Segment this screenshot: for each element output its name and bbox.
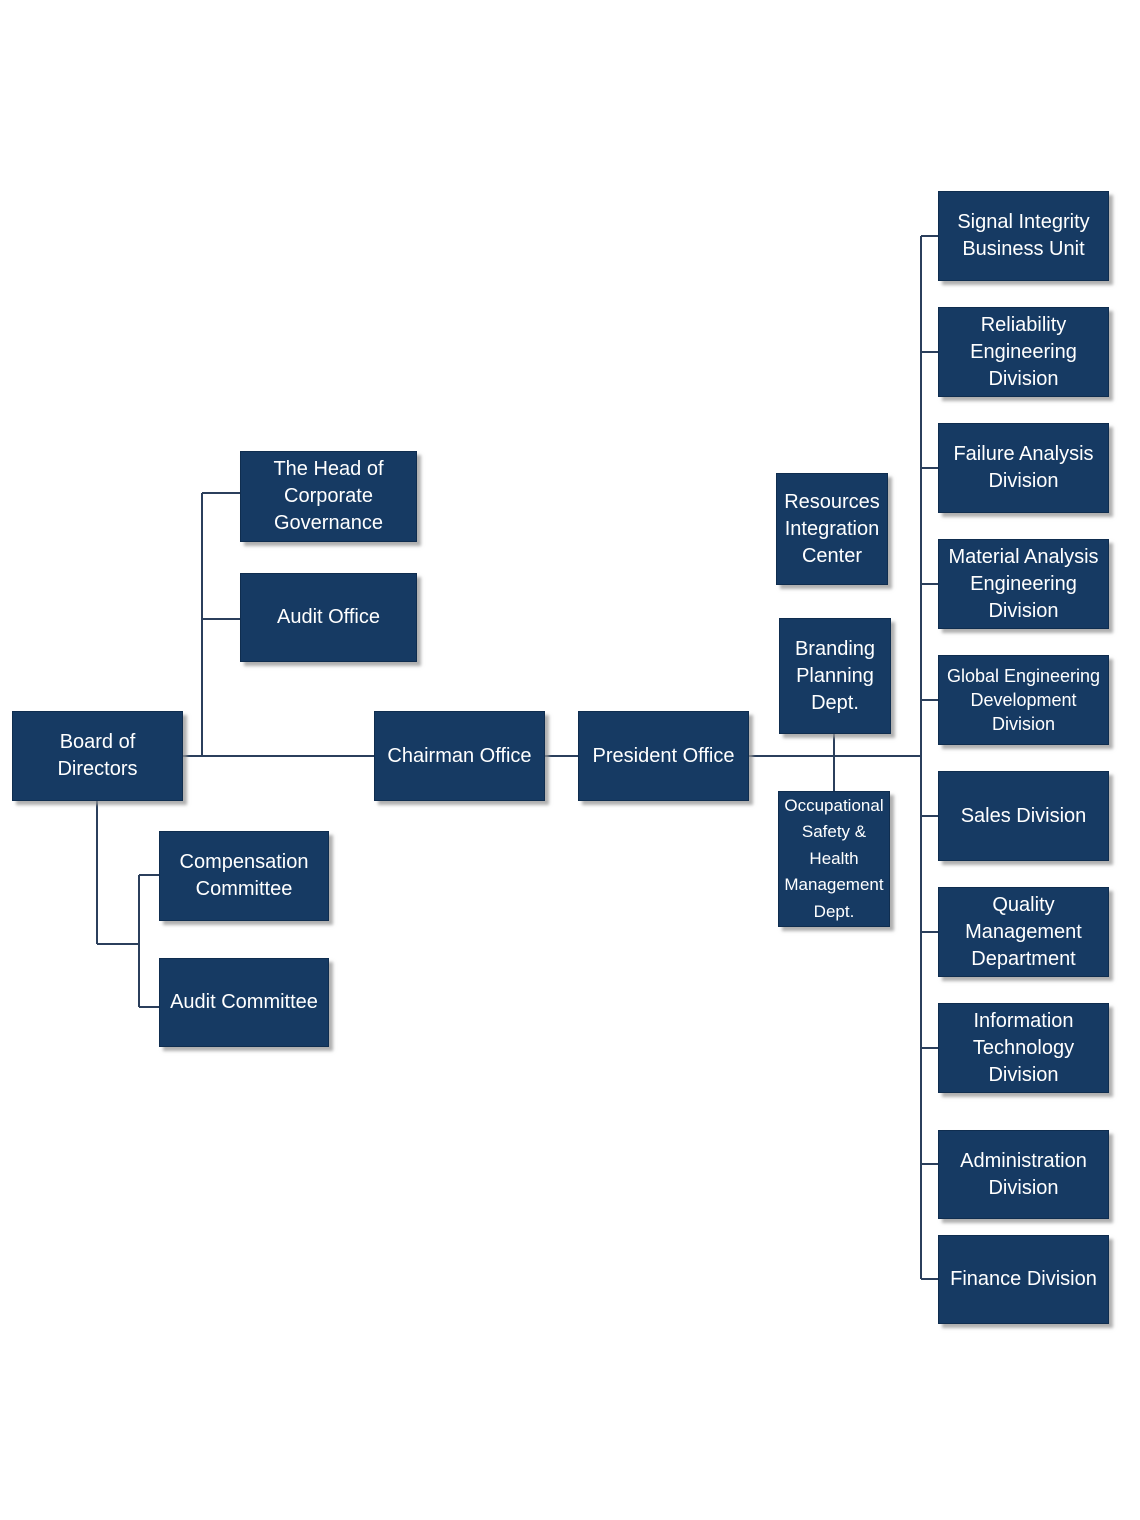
branding-planning-dept-box: Branding Planning Dept. <box>779 618 891 734</box>
board-of-directors-label: Board of Directors <box>57 731 138 780</box>
occupational-safety-dept-box: Occupational Safety & Health Management … <box>778 791 890 927</box>
audit-committee-box: Audit Committee <box>159 958 329 1047</box>
division-label: Signal Integrity Business Unit <box>957 211 1090 260</box>
board-of-directors-box: Board of Directors <box>12 711 183 801</box>
president-office-label: President Office <box>592 744 735 767</box>
division-box-material-analysis: Material Analysis Engineering Division <box>938 539 1109 629</box>
chairman-office-label: Chairman Office <box>387 744 532 767</box>
chairman-office-box: Chairman Office <box>374 711 545 801</box>
division-box-finance: Finance Division <box>938 1235 1109 1324</box>
branding-planning-dept-label: Branding Planning Dept. <box>794 637 876 714</box>
occupational-safety-dept-label: Occupational Safety & Health Management … <box>784 796 884 921</box>
division-box-quality-management: Quality Management Department <box>938 887 1109 977</box>
compensation-committee-box: Compensation Committee <box>159 831 329 921</box>
division-label: Global Engineering Development Division <box>946 665 1101 735</box>
audit-committee-label: Audit Committee <box>170 991 318 1013</box>
division-box-administration: Administration Division <box>938 1130 1109 1219</box>
head-corporate-governance-label: The Head of Corporate Governance <box>273 458 384 534</box>
division-box-sales: Sales Division <box>938 771 1109 861</box>
division-box-information-technology: Information Technology Division <box>938 1003 1109 1093</box>
division-label: Sales Division <box>960 804 1087 827</box>
division-label: Reliability Engineering Division <box>970 313 1077 390</box>
division-box-global-engineering: Global Engineering Development Division <box>938 655 1109 745</box>
division-label: Administration Division <box>960 1149 1087 1199</box>
audit-office-box: Audit Office <box>240 573 417 662</box>
division-label: Finance Division <box>950 1268 1097 1290</box>
division-box-reliability-engineering: Reliability Engineering Division <box>938 307 1109 397</box>
audit-office-label: Audit Office <box>276 606 381 628</box>
division-box-signal-integrity: Signal Integrity Business Unit <box>938 191 1109 281</box>
division-label: Material Analysis Engineering Division <box>948 545 1099 622</box>
division-box-failure-analysis: Failure Analysis Division <box>938 423 1109 513</box>
resources-integration-center-box: Resources Integration Center <box>776 473 888 585</box>
resources-integration-center-label: Resources Integration Center <box>784 490 880 567</box>
head-corporate-governance-box: The Head of Corporate Governance <box>240 451 417 542</box>
compensation-committee-label: Compensation Committee <box>179 851 309 900</box>
division-label: Information Technology Division <box>972 1009 1075 1086</box>
division-label: Failure Analysis Division <box>953 443 1094 492</box>
division-label: Quality Management Department <box>965 893 1082 970</box>
president-office-box: President Office <box>578 711 749 801</box>
